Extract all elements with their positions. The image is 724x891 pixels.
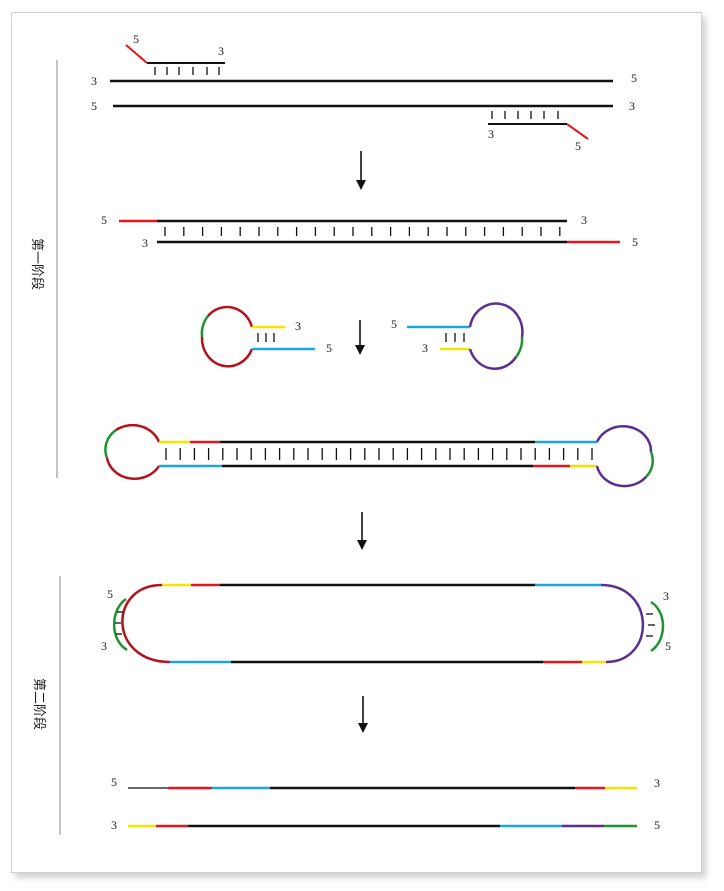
end-label: 3 (91, 74, 97, 88)
hydrogen-bonds (165, 448, 593, 460)
end-label: 3 (101, 639, 107, 653)
hydrogen-bonds (646, 613, 655, 637)
end-label: 5 (631, 71, 637, 85)
end-label: 3 (581, 213, 587, 227)
step-loop-primer: 5 3 3 5 (101, 583, 671, 664)
primer-lower-tail-red (566, 123, 589, 140)
end-label: 5 (665, 639, 671, 653)
end-label: 5 (101, 213, 107, 227)
bound-primer-green (112, 597, 128, 652)
loop-arc-green (104, 428, 117, 459)
end-label: 5 (326, 341, 332, 355)
loop-arc-purple (595, 465, 647, 488)
step-extension: 5 3 3 5 (101, 213, 638, 250)
hydrogen-bonds (257, 333, 275, 342)
end-label: 3 (295, 319, 301, 333)
end-label: 5 (391, 317, 397, 331)
end-label: 3 (142, 236, 148, 250)
loop-arc-purple (468, 302, 524, 338)
end-label: 5 (654, 818, 660, 832)
loop-arc-green (645, 451, 654, 478)
end-label: 3 (218, 44, 224, 58)
end-label: 3 (654, 776, 660, 790)
hydrogen-bonds (164, 227, 561, 236)
end-label: 3 (663, 589, 669, 603)
loop-arc-green (514, 336, 524, 358)
bound-primer-green (650, 600, 665, 653)
loop-arc-dark-red (200, 336, 254, 368)
end-label: 3 (488, 127, 494, 141)
end-label: 3 (111, 818, 117, 832)
end-label: 5 (575, 139, 581, 153)
end-label: 5 (632, 235, 638, 249)
loop-arc-dark-red (115, 423, 161, 443)
end-label: 3 (629, 99, 635, 113)
end-label: 5 (107, 587, 113, 601)
stage-one-label: 第一阶段 (30, 238, 45, 290)
loop-arc-dark-red (121, 583, 171, 664)
primer-upper-hbonds (154, 67, 220, 75)
end-label: 5 (111, 775, 117, 789)
hydrogen-bonds (115, 611, 123, 635)
primer-tail-red (125, 44, 148, 64)
arrow-down-icon (358, 696, 368, 733)
loop-arc-green (200, 315, 210, 338)
end-label: 5 (91, 99, 97, 113)
stage-two-label: 第二阶段 (32, 678, 47, 730)
step-products: 5 3 3 5 (111, 775, 660, 832)
arrow-down-icon (355, 320, 365, 355)
loop-arc-purple (468, 348, 518, 370)
end-label: 3 (422, 341, 428, 355)
loop-arc-dark-red (207, 305, 254, 328)
loop-arc-purple (600, 583, 645, 664)
primer-lower-hbonds (491, 111, 559, 119)
step-hairpins: 3 5 5 3 (200, 302, 524, 370)
loop-arc-purple (595, 425, 653, 453)
end-label: 5 (133, 32, 139, 46)
hydrogen-bonds (445, 333, 465, 342)
loop-arc-dark-red (105, 457, 161, 480)
step-primer-annealing: 5 3 3 5 5 3 3 5 (91, 32, 637, 153)
step-dumbbell (104, 423, 654, 488)
arrow-down-icon (356, 151, 366, 190)
arrow-down-icon (357, 512, 367, 550)
